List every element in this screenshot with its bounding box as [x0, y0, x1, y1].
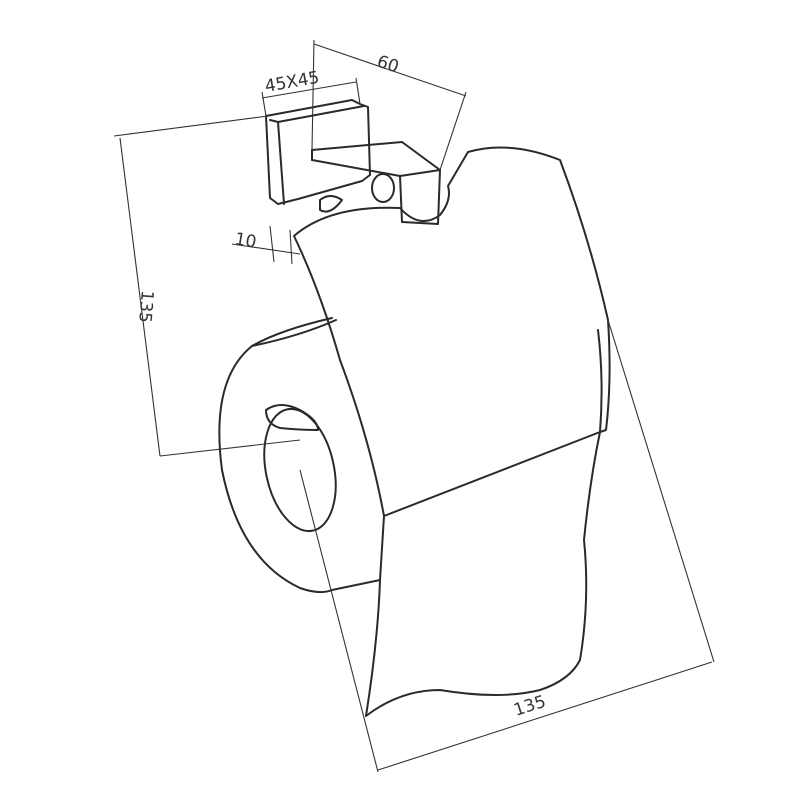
- holder-arm: [311, 141, 441, 225]
- dim-depth-label: 60: [374, 52, 401, 78]
- dimension-lines: [113, 39, 715, 773]
- paper-sheet: [365, 431, 601, 717]
- paper-roll: [218, 317, 381, 594]
- cover-flap: [293, 146, 611, 517]
- wall-plate: [265, 99, 371, 205]
- dim-height-label: 135: [134, 290, 157, 324]
- dim-thickness-label: 10: [233, 229, 258, 252]
